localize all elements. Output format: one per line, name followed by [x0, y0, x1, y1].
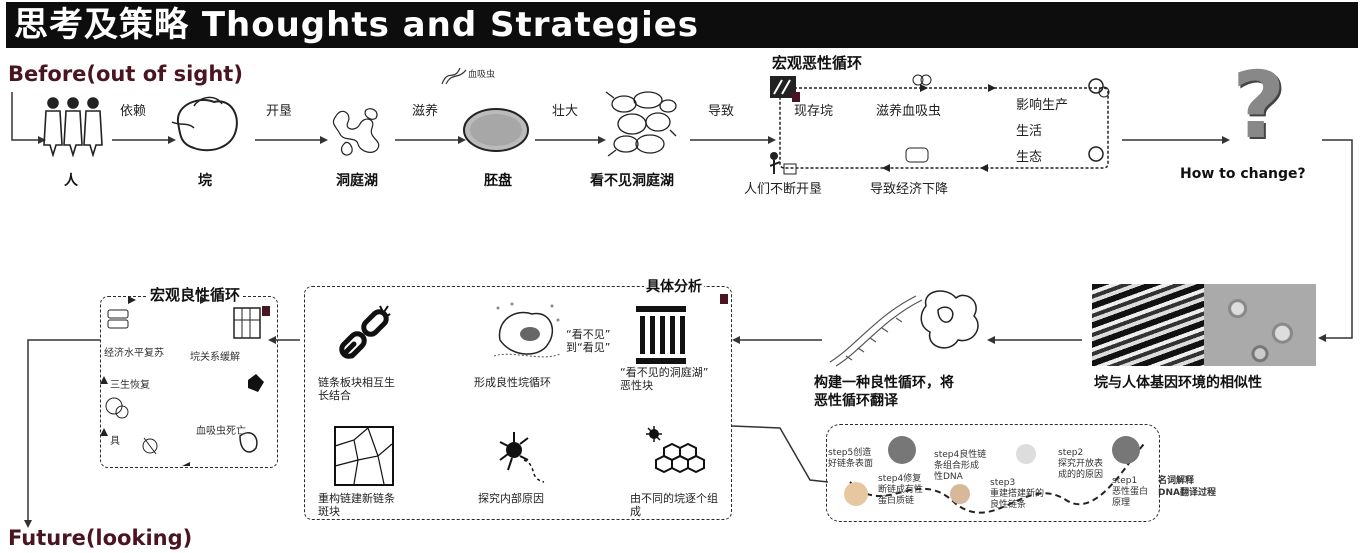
analysis-item-benign: 形成良性垸循环 — [474, 376, 551, 389]
translation-step5: step5创造 好链条表面 — [828, 448, 874, 469]
node-people: 人 — [64, 173, 78, 189]
vicious-cycle-loop — [770, 74, 1110, 175]
vicious-item-feed-parasite: 滋养血吸虫 — [876, 104, 942, 119]
benign-item-relationship: 垸关系缓解 — [190, 352, 240, 363]
analysis-quote: “看不见” 到“看见” — [566, 328, 611, 354]
hexagon-cells-icon — [646, 426, 705, 474]
translation-step4b: step4良性链 条组合形成 性DNA — [934, 450, 987, 482]
question-mark-icon: ? — [1232, 52, 1286, 159]
vicious-item-life: 生活 — [1016, 124, 1043, 139]
analysis-title: 具体分析 — [644, 276, 704, 296]
embryo-disc-icon — [463, 108, 529, 152]
lake-scribble-icon — [332, 108, 380, 156]
people-icon — [43, 97, 103, 157]
benign-item-three-lives: 三生恢复 — [110, 380, 150, 391]
node-polder: 垸 — [198, 173, 212, 189]
edge-label-3: 滋养 — [412, 104, 439, 119]
invisible-lake-icon — [605, 91, 677, 157]
analysis-item-explore: 探究内部原因 — [478, 492, 544, 505]
node-lake: 洞庭湖 — [336, 173, 378, 189]
polder-outline-icon — [171, 96, 238, 152]
gene-texture-image — [1092, 284, 1204, 366]
page-title: 思考及策略 Thoughts and Strategies — [14, 5, 700, 45]
vicious-item-reclaim: 人们不断开垦 — [744, 182, 823, 197]
analysis-item-chain: 链条板块相互生 长结合 — [318, 376, 395, 402]
edge-label-4: 壮大 — [552, 104, 579, 119]
edge-label-5: 导致 — [708, 104, 735, 119]
analysis-panel — [304, 286, 732, 520]
voronoi-map-icon — [334, 426, 394, 486]
stripes-icon — [636, 306, 686, 364]
edge-label-2: 开垦 — [266, 104, 293, 119]
analysis-item-malignant: “看不见的洞庭湖” 恶性块 — [620, 366, 709, 392]
title-bar — [6, 2, 1358, 48]
question-label: How to change? — [1180, 166, 1306, 182]
analysis-item-rebuild: 重构链建新链条 斑块 — [318, 492, 395, 518]
vicious-item-production: 影响生产 — [1016, 98, 1069, 113]
dna-lake-icon — [829, 290, 979, 367]
edge-label-1: 依赖 — [120, 104, 147, 119]
vicious-item-economy-decline: 导致经济下降 — [870, 182, 949, 197]
translation-step2: step2 探究开放表 成的的原因 — [1058, 448, 1104, 480]
analysis-item-compose: 由不同的垸逐个组 成 — [630, 492, 718, 518]
benign-item-misc: 具 — [110, 436, 120, 447]
parasite-label: 血吸虫 — [468, 70, 496, 80]
translation-path — [844, 436, 1145, 514]
vicious-item-ecology: 生态 — [1016, 150, 1043, 165]
translation-caption1: 名词解释 — [1158, 476, 1195, 486]
neuron-icon — [499, 432, 545, 483]
translation-step4a: step4修复 断链成有性 蛋白质链 — [878, 474, 924, 506]
vicious-cycle-title: 宏观恶性循环 — [772, 54, 863, 72]
translation-step3: step3 重建搭建新的 良性链条 — [990, 478, 1045, 510]
translation-caption2: DNA翻译过程 — [1158, 488, 1216, 498]
analysis-bookmark-icon — [720, 294, 728, 304]
future-label: Future(looking) — [8, 526, 193, 550]
benign-item-parasite-death: 血吸虫死亡 — [196, 426, 246, 437]
vicious-item-existing-polder: 现存垸 — [794, 104, 834, 119]
benign-cycle-icons — [100, 296, 270, 466]
benign-item-economy: 经济水平复苏 — [104, 348, 164, 359]
chain-link-icon — [339, 305, 391, 359]
cell-icon — [493, 302, 561, 358]
construct-label-line2: 恶性循环翻译 — [814, 393, 898, 409]
construct-label-line1: 构建一种良性循环，将 — [814, 375, 954, 391]
before-label: Before(out of sight) — [8, 62, 243, 86]
translation-step1: step1 恶性蛋白 原理 — [1112, 476, 1149, 508]
translation-box — [826, 424, 1160, 522]
similarity-label: 垸与人体基因环境的相似性 — [1094, 375, 1262, 391]
node-embryo-disc: 胚盘 — [484, 173, 512, 189]
polder-texture-image — [1204, 284, 1316, 366]
parasite-icon — [441, 67, 467, 85]
benign-cycle-title: 宏观良性循环 — [148, 284, 243, 305]
node-invisible-lake: 看不见洞庭湖 — [590, 173, 674, 189]
